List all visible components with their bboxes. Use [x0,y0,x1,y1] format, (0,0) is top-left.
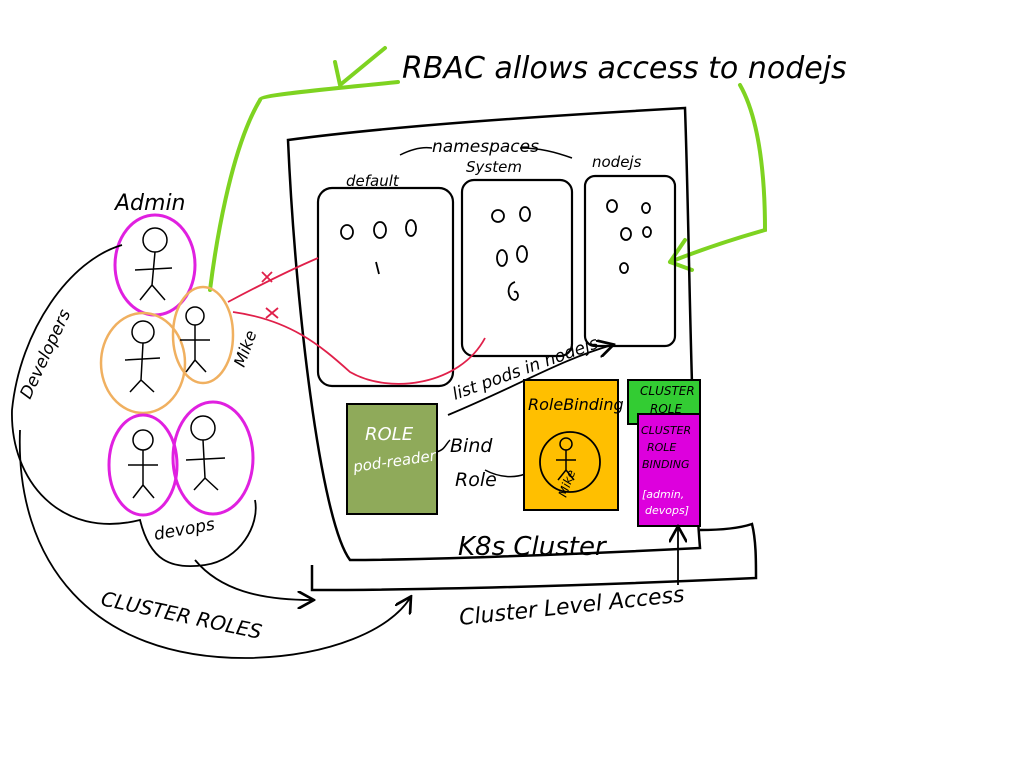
pod [519,206,531,222]
bind-role-line2: Role [455,469,497,491]
pod [642,226,652,238]
pod [619,262,629,274]
pod [507,281,519,301]
denied-x-1 [261,271,273,283]
namespace-label-system: System [466,158,522,176]
pods-nodejs [606,199,652,274]
namespaces-label: namespaces [432,137,539,157]
cluster-label: K8s Cluster [458,532,608,562]
mike-figure [180,306,210,373]
rolebinding-box [523,379,619,511]
rolebinding-subject-circle [539,431,601,493]
title: RBAC allows access to nodejs [402,51,847,86]
pod [641,202,651,214]
role-box [346,403,438,515]
bind-role-connector [435,439,526,478]
pod [373,221,387,239]
bind-role-line1: Bind [450,435,493,457]
admin-figure [134,227,173,301]
devops1-circle [107,413,179,517]
namespaces-brace [399,146,573,159]
mike-label: Mike [230,328,261,370]
mike-to-default-denied [227,257,319,303]
developer1-figure [124,320,161,393]
crb-line2: ROLE [647,441,676,454]
cluster-role-line2: ROLE [650,402,682,416]
cluster-shadow-right [310,522,758,592]
mike-circle [171,285,235,385]
pod [516,245,528,263]
cluster-roles-bottom-arrow [18,429,410,659]
cluster-level-access-label: Cluster Level Access [458,582,686,631]
crb-subjects-line1: [admin, [642,488,684,501]
cluster-role-line1: CLUSTER [640,384,695,398]
namespace-box-system [460,178,574,358]
green-arrow-head-top [333,46,387,87]
crb-line3: BINDING [642,458,690,471]
devops-label: devops [152,515,216,545]
crb-line1: CLUSTER [641,424,691,437]
namespace-box-nodejs [583,174,677,348]
devops2-circle [171,400,255,516]
namespace-label-default: default [346,172,400,190]
pod [620,227,632,241]
pod [496,249,508,267]
list-pods-arrow [447,345,612,416]
pod [340,224,354,240]
pod [405,219,417,237]
cluster-role-binding-box [637,413,701,527]
mike-to-system-denied [232,311,486,385]
cluster-roles-label: CLUSTER ROLES [99,586,264,644]
green-arrow-path [208,80,400,292]
pods-default [340,219,417,275]
namespace-label-nodejs: nodejs [592,153,642,171]
pods-system [491,206,531,301]
devops1-figure [128,429,158,499]
pod [375,261,380,275]
devops2-figure [185,415,226,491]
crb-subjects-line2: devops] [645,504,689,517]
denied-x-2 [265,307,279,319]
rolebinding-subject-figure [556,437,576,481]
green-arrow-head-right [668,238,694,272]
cluster-outer-box [286,106,702,562]
green-arrow-right [668,83,768,264]
pod [606,199,618,213]
users-group-outline [11,244,257,567]
namespace-box-default [316,186,455,388]
pod [491,209,505,223]
rolebinding-label: RoleBinding [528,395,624,414]
devops-to-cluster-arrow [194,559,312,600]
role-label-line1: ROLE [365,424,414,445]
developer1-circle [99,311,187,415]
admin-label: Admin [113,191,186,216]
